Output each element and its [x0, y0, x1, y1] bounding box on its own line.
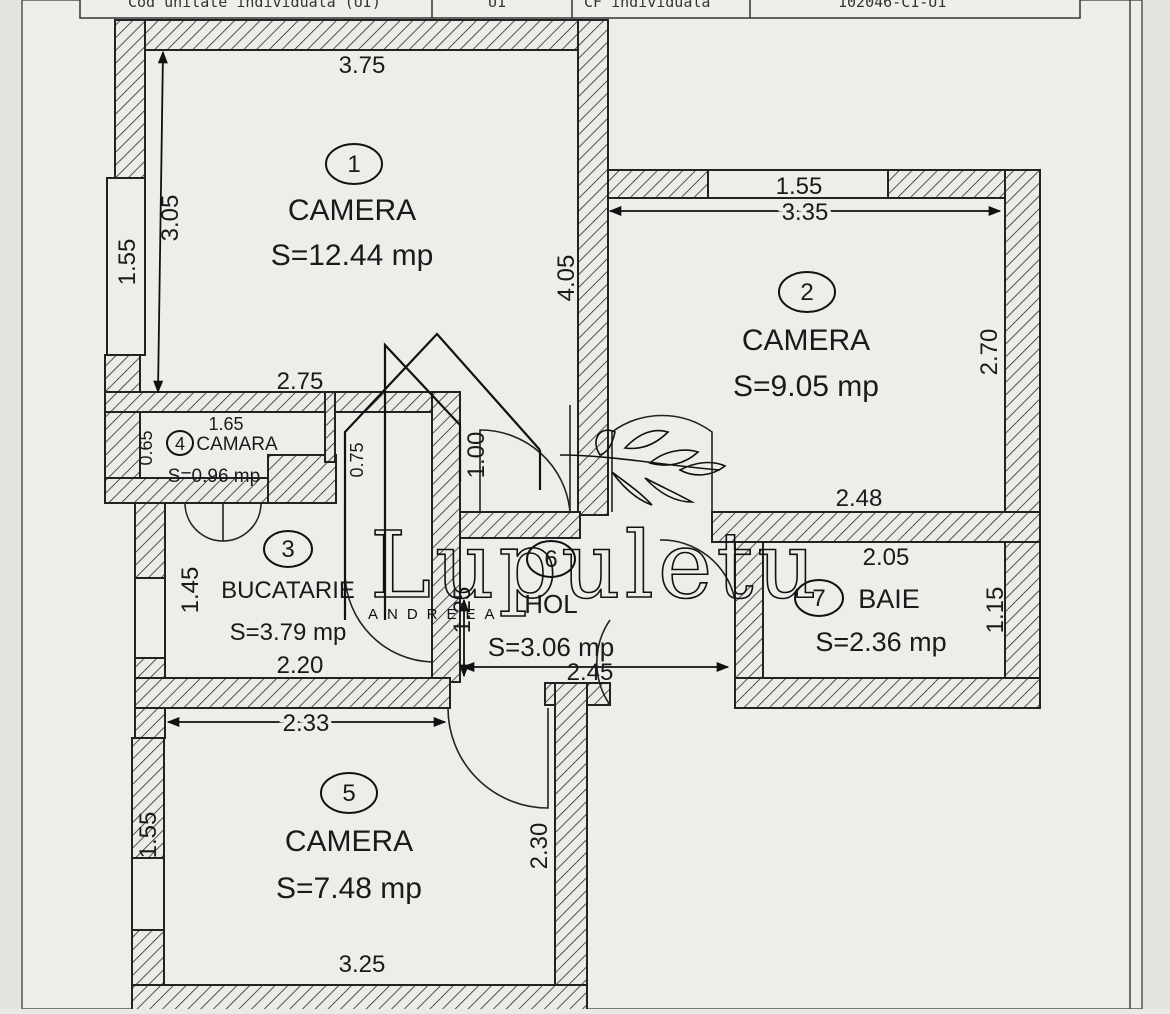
header-cell-unit: U1	[488, 0, 506, 11]
dim-r2-bottom: 2.48	[836, 485, 883, 512]
dimension-lines	[153, 50, 1002, 728]
header-cell-code: Cod unitate individuala (UI)	[128, 0, 381, 11]
room-name: CAMERA	[285, 825, 413, 858]
dim-r5-window: 1.55	[135, 812, 162, 859]
dim-r5-right: 2.30	[526, 823, 553, 870]
room-name: BAIE	[858, 584, 920, 614]
dim-hall-door: 1.00	[463, 432, 490, 479]
header-table: Cod unitate individuala (UI) U1 CF indiv…	[79, 0, 1081, 19]
house-outline-icon	[343, 332, 542, 620]
windows	[106, 169, 889, 931]
leaf-branch-icon	[559, 429, 727, 506]
dim-r2-window: 1.55	[776, 173, 823, 200]
room-area: S=7.48 mp	[276, 872, 422, 905]
room-7: 7 BAIE S=2.36 mp	[812, 584, 946, 657]
dim-r6-width: 2.45	[567, 659, 614, 686]
room-6: 6 HOL S=3.06 mp	[488, 546, 614, 662]
room-name: CAMARA	[196, 434, 278, 455]
room-number: 4	[175, 434, 185, 454]
dim-r1-bottom: 2.75	[277, 368, 324, 395]
room-area: S=12.44 mp	[271, 239, 434, 272]
dim-r6-height: 1.25	[449, 587, 476, 634]
dim-r1-right: 4.05	[553, 255, 580, 302]
room-area: S=3.06 mp	[488, 632, 614, 662]
watermark: Lupuletu ANDREEA	[343, 332, 821, 623]
dim-r3-width: 2.20	[277, 652, 324, 679]
room-number: 1	[347, 151, 360, 178]
dim-r7-width: 2.05	[863, 544, 910, 571]
room-5: 5 CAMERA S=7.48 mp	[276, 780, 422, 905]
dim-r1-width: 3.75	[339, 52, 386, 79]
doors	[184, 405, 736, 809]
header-cell-cf: CF individuala	[584, 0, 710, 11]
room-4: 4 CAMARA S=0.96 mp	[168, 434, 278, 487]
room-area: S=3.79 mp	[230, 619, 347, 646]
dim-r1-height: 3.05	[157, 195, 184, 242]
dim-passage-wall: 0.75	[347, 442, 367, 477]
dim-r5-bottom: 3.25	[339, 951, 386, 978]
dim-r1-window: 1.55	[114, 239, 141, 286]
dim-r4-height: 0.65	[136, 430, 156, 465]
dim-r7-height: 1.15	[982, 587, 1009, 634]
watermark-sub: ANDREEA	[368, 606, 504, 623]
room-area: S=9.05 mp	[733, 370, 879, 403]
dim-r4-width: 1.65	[208, 414, 243, 434]
walls	[104, 19, 1041, 1014]
room-area: S=0.96 mp	[168, 466, 260, 487]
room-3: 3 BUCATARIE S=3.79 mp	[221, 536, 355, 646]
room-number-circles	[166, 143, 844, 814]
dim-r5-width: 2.33	[283, 710, 330, 737]
header-cell-id: 102046-C1-U1	[838, 0, 946, 11]
dim-r3-height: 1.45	[177, 567, 204, 614]
room-number: 7	[812, 585, 825, 612]
dim-r2-width: 3.35	[782, 199, 829, 226]
dimension-labels: 3.75 3.05 1.55 4.05 2.75 1.55 3.35 2.70 …	[114, 52, 1009, 978]
room-number: 6	[544, 546, 557, 573]
room-name: BUCATARIE	[221, 577, 355, 604]
watermark-brand: Lupuletu	[370, 512, 821, 619]
room-name: HOL	[524, 589, 577, 619]
room-number: 3	[281, 536, 294, 563]
room-name: CAMERA	[742, 324, 870, 357]
room-area: S=2.36 mp	[815, 627, 946, 657]
room-number: 2	[800, 279, 813, 306]
room-number: 5	[342, 780, 355, 807]
dim-r2-height: 2.70	[976, 329, 1003, 376]
room-1: 1 CAMERA S=12.44 mp	[271, 151, 434, 272]
room-name: CAMERA	[288, 194, 416, 227]
room-2: 2 CAMERA S=9.05 mp	[733, 279, 879, 403]
